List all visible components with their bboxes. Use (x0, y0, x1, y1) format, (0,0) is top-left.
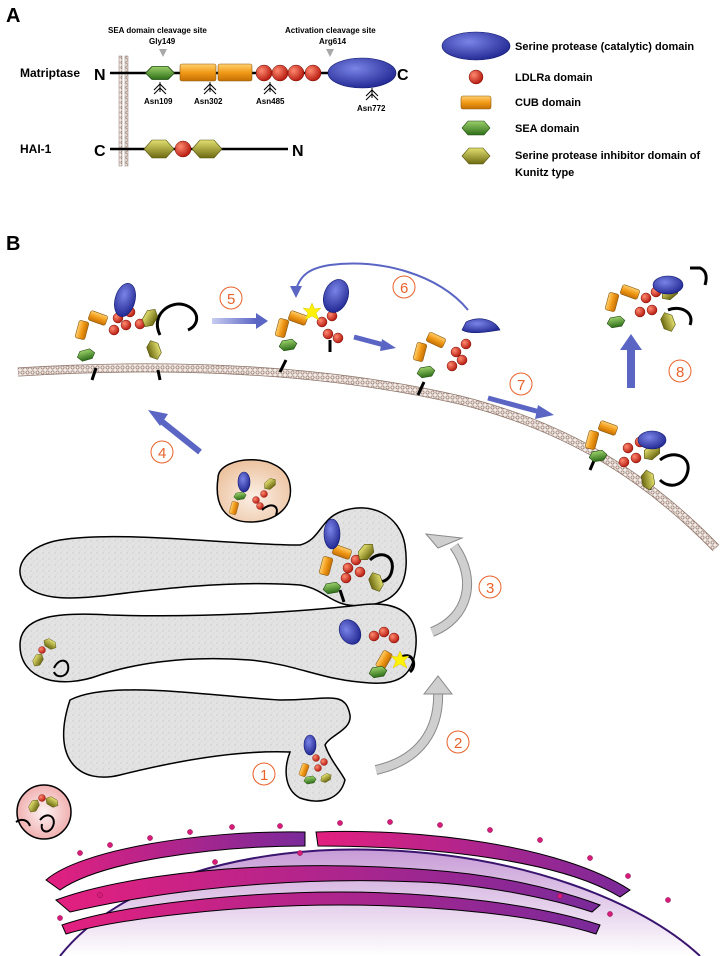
golgi-cisterna-middle (19, 603, 417, 684)
svg-text:6: 6 (400, 280, 408, 297)
arrow-step-5 (212, 313, 268, 329)
glycosylation-markers (153, 82, 379, 101)
hai1-c-term: C (94, 143, 106, 160)
glyco-site-asn485: Asn485 (256, 97, 285, 106)
hai1-n-term: N (292, 143, 304, 160)
panel-a-label: A (6, 5, 20, 27)
ribosomes (57, 819, 671, 921)
svg-text:2: 2 (454, 735, 462, 752)
arrow-step-2 (374, 675, 454, 775)
matriptase-c-term: C (397, 67, 409, 84)
step-7: 7 (509, 372, 533, 396)
hai1-vesicle (15, 794, 61, 833)
svg-text:7: 7 (517, 377, 525, 394)
secretory-vesicle (216, 459, 292, 523)
membrane-marker (118, 55, 129, 167)
arrow-step-8 (620, 334, 642, 388)
hai1-golgi-left (30, 636, 70, 678)
arrow-step-3 (424, 533, 473, 637)
legend: Serine protease (catalytic) domain LDLRa… (441, 31, 701, 179)
glyco-site-asn772: Asn772 (357, 104, 386, 113)
legend-text-kunitz-2: Kunitz type (515, 167, 574, 179)
complex-surface-1 (74, 283, 199, 381)
legend-swatch-kunitz (461, 147, 491, 165)
step-4: 4 (150, 440, 174, 464)
sea-cleavage-residue: Gly149 (149, 37, 176, 46)
arrow-arrow-mid (353, 334, 396, 351)
arrow-step-7 (487, 395, 554, 419)
svg-text:5: 5 (227, 291, 235, 308)
hai1-domains (143, 139, 223, 159)
step-5: 5 (219, 286, 243, 310)
complex-golgi-top (318, 518, 394, 603)
glyco-site-asn109: Asn109 (144, 97, 173, 106)
sea-cleavage-label: SEA domain cleavage site (108, 26, 207, 35)
step-1: 1 (252, 762, 276, 786)
matriptase-label: Matriptase (20, 66, 80, 80)
complex-golgi-middle (338, 619, 416, 679)
legend-swatch-serine-protease (441, 31, 511, 61)
step-8: 8 (668, 359, 692, 383)
arrow-step-6 (290, 262, 469, 311)
step-6: 6 (392, 275, 416, 299)
step-2: 2 (446, 730, 470, 754)
step-3: 3 (478, 575, 502, 599)
legend-swatch-ldlra (468, 69, 484, 85)
svg-text:8: 8 (676, 364, 684, 381)
step-markers: 1 2 3 4 5 6 7 8 (150, 275, 692, 786)
arrow-step-4 (148, 410, 202, 455)
glyco-site-asn302: Asn302 (194, 97, 223, 106)
activation-cleavage-label: Activation cleavage site (285, 26, 376, 35)
sea-cleavage-arrow (159, 49, 167, 57)
complex-surface-2 (274, 279, 349, 373)
complex-golgi-bottom (298, 734, 334, 785)
legend-text-serine-protease: Serine protease (catalytic) domain (515, 41, 694, 53)
matriptase-domains (145, 57, 397, 89)
activation-cleavage-residue: Arg614 (319, 37, 347, 46)
hai1-label: HAI-1 (20, 142, 52, 156)
legend-text-cub: CUB domain (515, 97, 581, 109)
golgi-stack (19, 507, 417, 802)
matriptase-n-term: N (94, 67, 106, 84)
plasma-membrane (17, 363, 720, 552)
legend-text-sea: SEA domain (515, 123, 580, 135)
golgi-cisterna-bottom (63, 689, 351, 802)
complex-shed (604, 266, 708, 334)
endoplasmic-reticulum (45, 830, 631, 935)
complex-surface-3 (412, 318, 501, 396)
svg-text:3: 3 (486, 580, 494, 597)
legend-swatch-sea (461, 120, 491, 136)
svg-text:4: 4 (158, 445, 166, 462)
legend-text-kunitz: Serine protease inhibitor domain of (515, 150, 701, 162)
legend-text-ldlra: LDLRa domain (515, 72, 593, 84)
legend-swatch-cub (460, 95, 492, 110)
complex-surface-4 (584, 419, 690, 492)
complex-vesicle (228, 471, 279, 516)
panel-b-label: B (6, 233, 20, 255)
svg-text:1: 1 (260, 767, 268, 784)
activation-cleavage-arrow (326, 49, 334, 57)
